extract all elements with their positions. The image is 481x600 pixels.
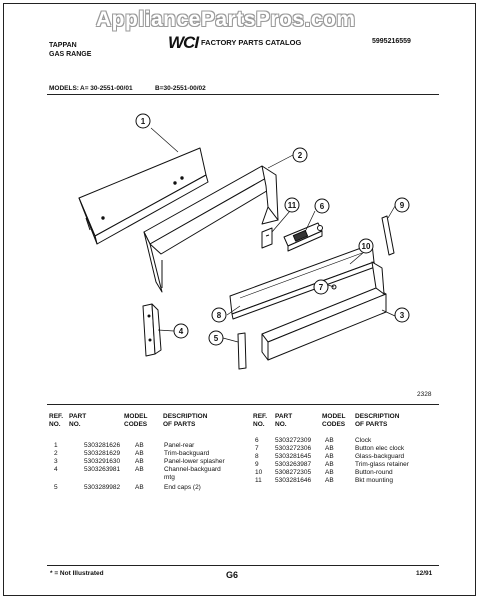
part-rear-panel (78, 147, 209, 245)
callout-11: 11 (288, 201, 297, 210)
part-trim-backguard (143, 165, 279, 293)
model-code: AB (325, 461, 334, 468)
revision-date: 12/91 (416, 570, 433, 577)
model-code: AB (135, 442, 144, 449)
callout-8: 8 (217, 311, 222, 320)
part-no: 5303272309 (275, 437, 312, 444)
model-b: B=30-2551-00/02 (155, 85, 206, 92)
callout-10: 10 (362, 242, 371, 251)
callout-6: 6 (320, 202, 325, 211)
part-glass-backguard (229, 243, 376, 320)
model-code: AB (325, 453, 334, 460)
model-code: AB (325, 469, 334, 476)
ref-no: 1 (54, 442, 58, 449)
model-a: A= 30-2551-00/01 (80, 85, 133, 92)
ref-no: 10 (255, 469, 263, 476)
part-glass-retainer (381, 215, 395, 256)
diagram-rule (47, 404, 439, 405)
footer-rule (47, 565, 439, 566)
page-frame (3, 3, 476, 596)
wci-logo: WCI (168, 33, 199, 52)
ref-no: 6 (255, 437, 259, 444)
part-no: 5303263987 (275, 461, 312, 468)
col-code-right: MODEL CODES (322, 413, 346, 428)
callout-1: 1 (141, 117, 146, 126)
part-description: Channel-backguard (164, 466, 221, 473)
ref-no: 7 (255, 445, 259, 452)
part-description: Bkt mounting (355, 477, 393, 484)
models-label: MODELS: (49, 85, 79, 92)
part-description: Button elec clock (355, 445, 405, 452)
part-description: Clock (355, 437, 372, 444)
part-no: 5303281646 (275, 477, 312, 484)
part-no: 5303291630 (84, 458, 121, 465)
model-code: AB (325, 445, 334, 452)
col-ref-left: REF. NO. (49, 413, 64, 428)
callout-4: 4 (179, 327, 184, 336)
part-no: 5308272305 (275, 469, 312, 476)
col-code-left: MODEL CODES (124, 413, 148, 428)
part-mounting-bracket (261, 227, 273, 249)
part-no: 5303272306 (275, 445, 312, 452)
model-code: AB (135, 458, 144, 465)
ref-no: 5 (54, 484, 58, 491)
col-part-left: PART NO. (69, 413, 87, 428)
model-code: AB (325, 437, 334, 444)
figure-number: 2328 (417, 391, 432, 398)
callout-9: 9 (400, 201, 405, 210)
model-code: AB (325, 477, 334, 484)
page-number: G6 (226, 570, 239, 580)
ref-no: 4 (54, 466, 58, 473)
part-no: 5303281629 (84, 450, 121, 457)
model-code: AB (135, 466, 144, 473)
callout-2: 2 (298, 151, 303, 160)
part-no: 5303289982 (84, 484, 121, 491)
part-end-caps (237, 332, 247, 370)
part-no: 5303281626 (84, 442, 121, 449)
callout-5: 5 (214, 334, 219, 343)
part-description: End caps (2) (164, 484, 201, 491)
ref-no: 8 (255, 453, 259, 460)
col-ref-right: REF. NO. (253, 413, 268, 428)
ref-no: 3 (54, 458, 58, 465)
part-lower-splasher (261, 261, 387, 361)
part-description: Glass-backguard (355, 453, 405, 460)
header-rule (47, 94, 439, 95)
model-code: AB (135, 484, 144, 491)
part-no: 5303281645 (275, 453, 312, 460)
part-description: Panel-rear (164, 442, 195, 449)
model-code: AB (135, 450, 144, 457)
part-no: 5303263981 (84, 466, 121, 473)
product: GAS RANGE (49, 51, 92, 58)
ref-no: 11 (255, 477, 262, 484)
col-desc-right: DESCRIPTION OF PARTS (355, 413, 400, 428)
catalog-number: 5995216559 (372, 38, 411, 45)
brand: TAPPAN (49, 42, 77, 49)
callout-3: 3 (400, 311, 405, 320)
part-description: Trim-backguard (164, 450, 210, 457)
part-channel-mounting (142, 303, 162, 357)
callout-7: 7 (319, 283, 324, 292)
footnote: * = Not Illustrated (50, 570, 104, 577)
watermark: AppliancePartsPros.com (96, 8, 356, 31)
part-description: Button-round (355, 469, 393, 476)
ref-no: 9 (255, 461, 259, 468)
part-description: mtg (164, 474, 175, 481)
part-clock (283, 222, 323, 252)
part-description: Trim-glass retainer (355, 461, 409, 468)
catalog-title: FACTORY PARTS CATALOG (201, 38, 302, 47)
part-description: Panel-lower splasher (164, 458, 225, 465)
col-part-right: PART NO. (275, 413, 293, 428)
col-desc-left: DESCRIPTION OF PARTS (163, 413, 208, 428)
ref-no: 2 (54, 450, 58, 457)
